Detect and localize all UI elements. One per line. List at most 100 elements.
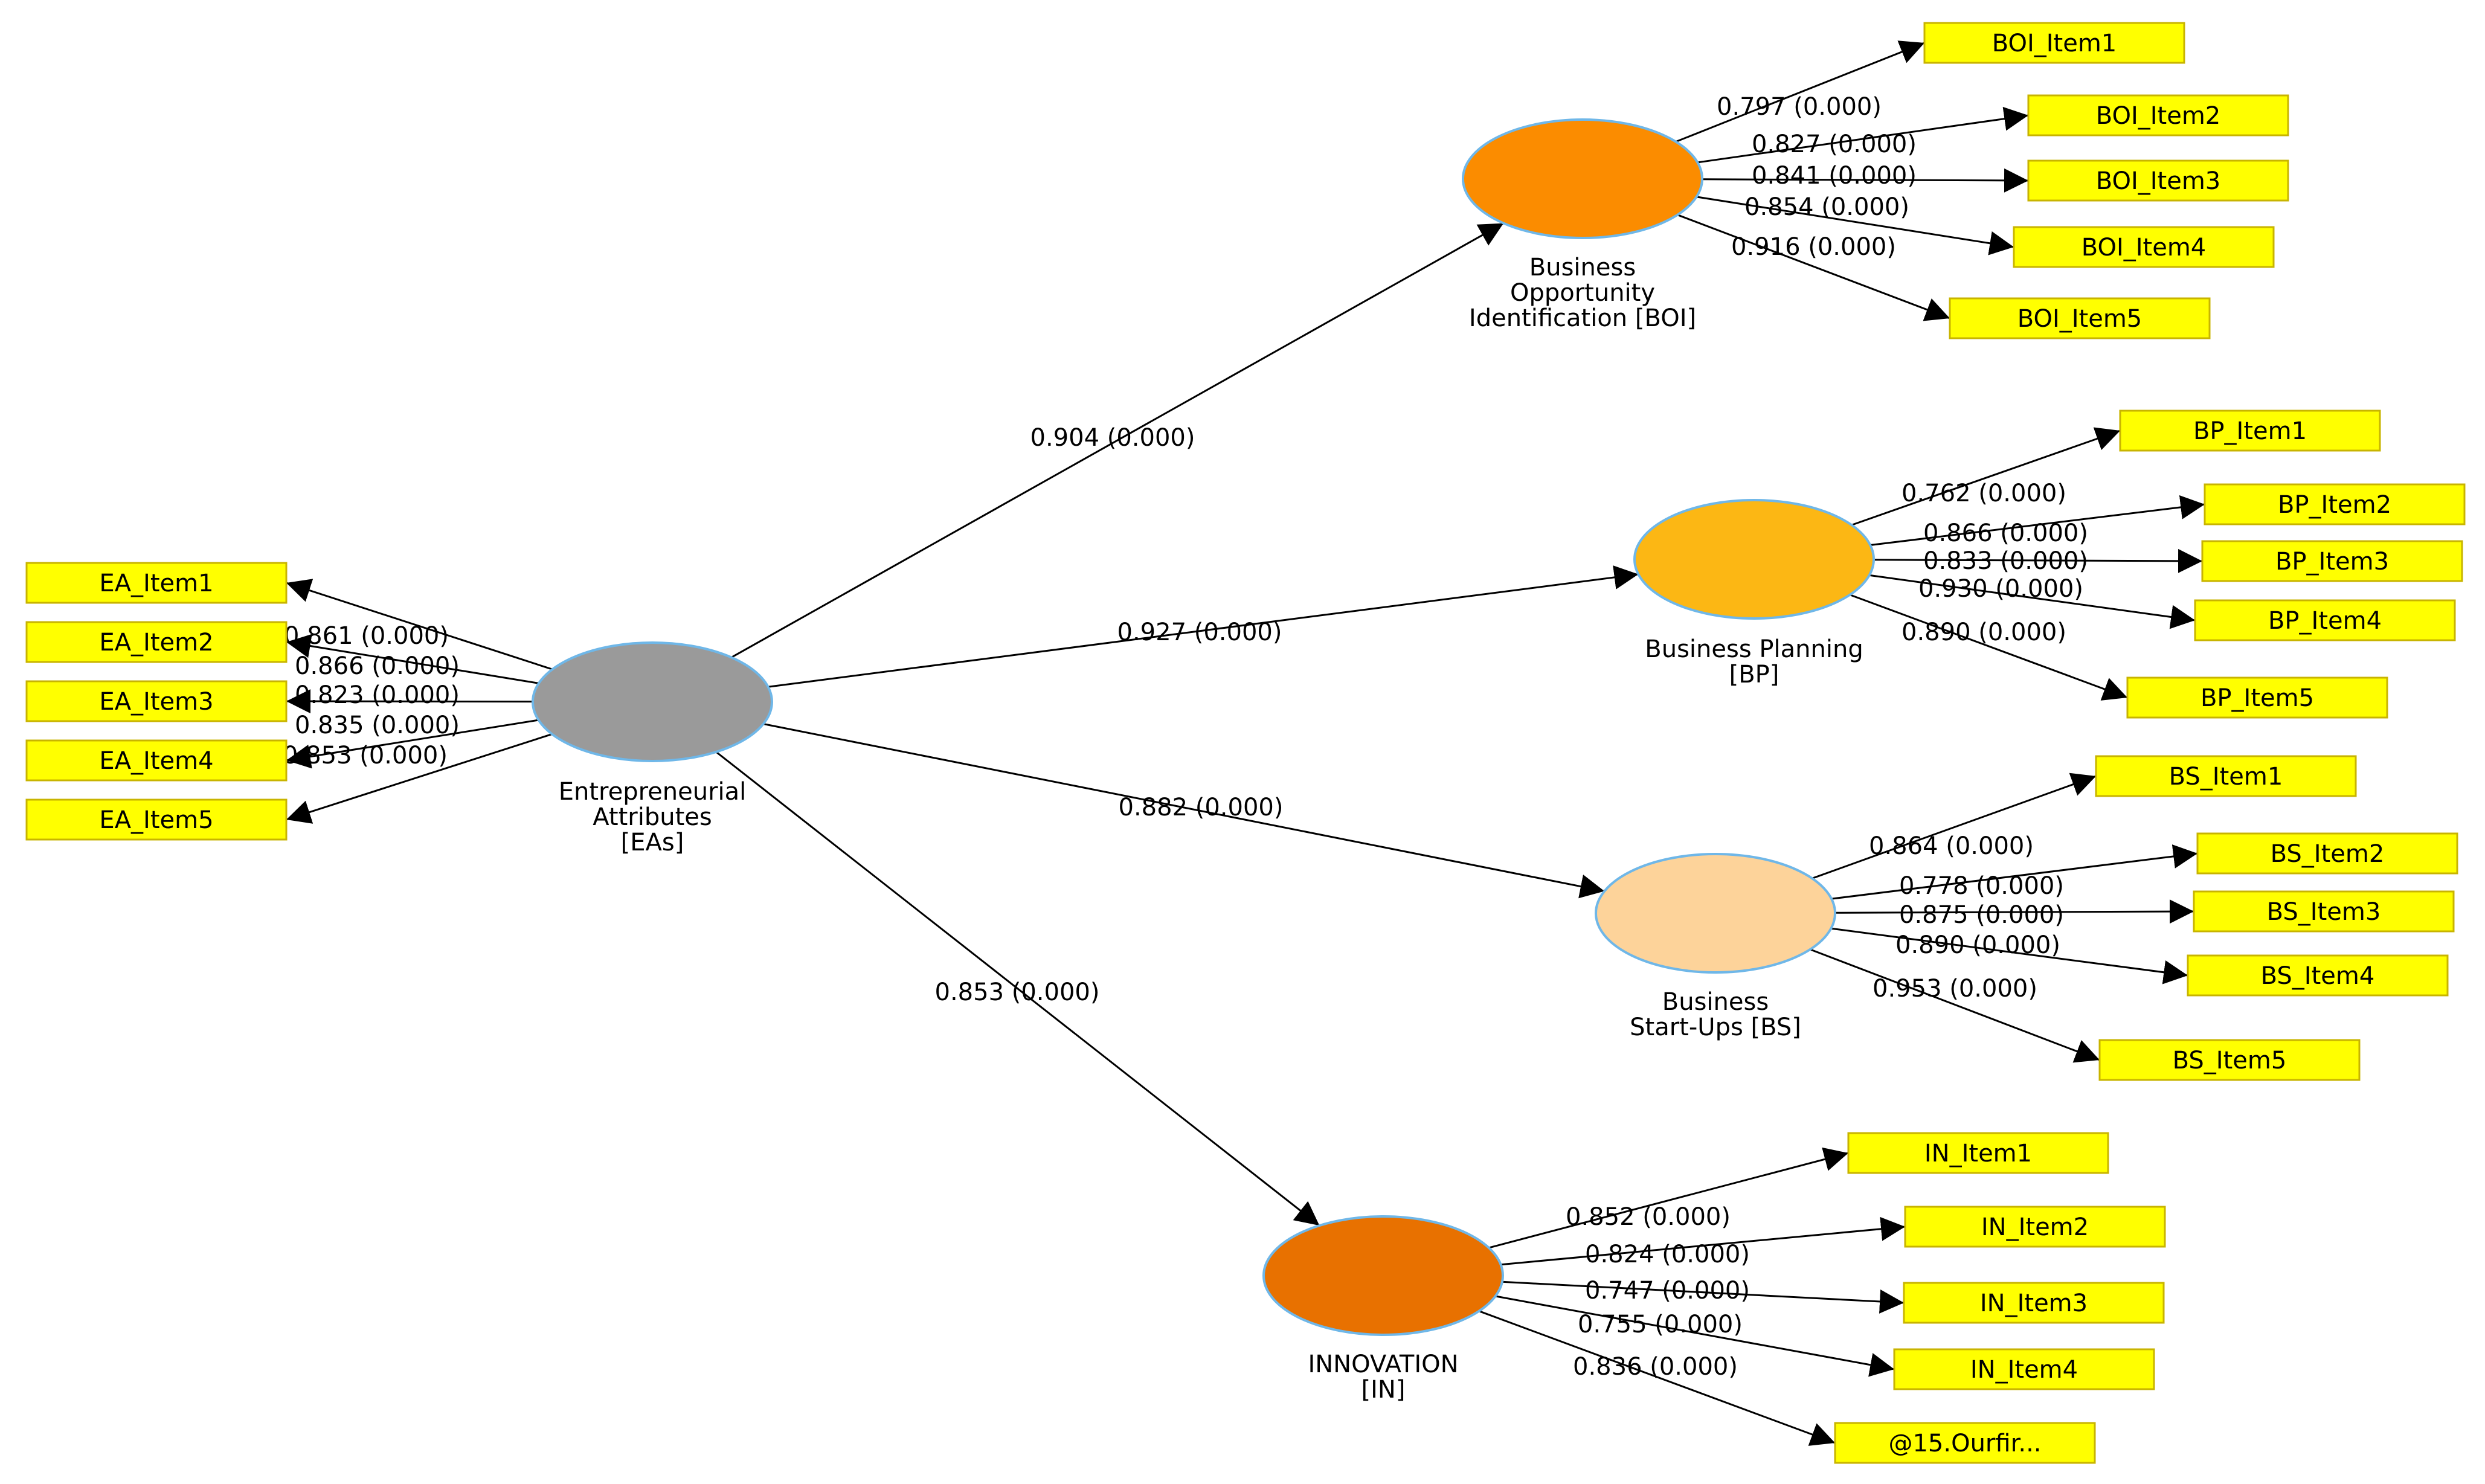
loading-coefficient-bs-3: 0.875 (0.000) [1899, 901, 2064, 929]
construct-label-line: Business Planning [1645, 635, 1863, 663]
indicator-box-boi-5[interactable]: BOI_Item5 [1949, 297, 2211, 339]
indicator-name: EA_Item3 [99, 688, 213, 716]
loading-coefficient-bs-4: 0.890 (0.000) [1895, 931, 2060, 959]
indicator-box-boi-2[interactable]: BOI_Item2 [2027, 94, 2289, 137]
path-coefficient-ea-bs: 0.882 (0.000) [1119, 794, 1284, 821]
loading-arrow-in-1 [1488, 1147, 1849, 1249]
indicator-box-bs-1[interactable]: BS_Item1 [2095, 755, 2357, 797]
path-arrow-ea-in [715, 751, 1320, 1227]
indicator-name: BP_Item3 [2275, 548, 2389, 576]
loading-coefficient-boi-1: 0.797 (0.000) [1717, 93, 1882, 121]
indicator-box-in-3[interactable]: IN_Item3 [1903, 1282, 2165, 1324]
loading-coefficient-bp-1: 0.762 (0.000) [1902, 480, 2066, 507]
loading-arrow-bp-4 [1869, 574, 2196, 629]
indicator-name: EA_Item1 [99, 570, 213, 597]
indicator-name: BOI_Item2 [2096, 102, 2221, 130]
loading-coefficient-in-4: 0.755 (0.000) [1578, 1311, 1743, 1338]
loading-coefficient-in-1: 0.852 (0.000) [1566, 1203, 1731, 1231]
loading-coefficient-ea-1: 0.861 (0.000) [284, 622, 449, 650]
construct-ellipse[interactable] [1262, 1215, 1504, 1336]
indicator-box-in-5[interactable]: @15.Ourfir... [1834, 1422, 2096, 1464]
indicator-box-bp-2[interactable]: BP_Item2 [2204, 483, 2466, 525]
loading-arrow-bs-2 [1831, 844, 2198, 900]
indicator-name: BP_Item1 [2193, 417, 2307, 445]
indicator-box-boi-4[interactable]: BOI_Item4 [2013, 226, 2275, 268]
indicator-box-bp-5[interactable]: BP_Item5 [2126, 676, 2388, 719]
indicator-box-bp-1[interactable]: BP_Item1 [2119, 410, 2381, 452]
indicator-name: IN_Item3 [1980, 1290, 2088, 1317]
indicator-box-bp-4[interactable]: BP_Item4 [2194, 599, 2456, 641]
loading-arrow-ea-5 [286, 733, 553, 824]
loading-coefficient-ea-2: 0.866 (0.000) [295, 652, 460, 680]
indicator-box-ea-5[interactable]: EA_Item5 [25, 798, 288, 841]
construct-label-line: Start-Ups [BS] [1630, 1013, 1801, 1041]
indicator-box-in-4[interactable]: IN_Item4 [1893, 1348, 2155, 1390]
indicator-name: EA_Item4 [99, 747, 213, 775]
construct-label-line: INNOVATION [1308, 1351, 1458, 1378]
indicator-name: IN_Item4 [1970, 1356, 2078, 1384]
loading-coefficient-boi-3: 0.841 (0.000) [1752, 162, 1917, 190]
construct-label-line: Business [1662, 988, 1769, 1016]
indicator-box-bs-4[interactable]: BS_Item4 [2187, 954, 2449, 997]
construct-label-line: Entrepreneurial [559, 778, 747, 806]
loading-arrow-bp-5 [1849, 594, 2128, 701]
loading-coefficient-bs-1: 0.864 (0.000) [1869, 832, 2034, 860]
indicator-box-in-2[interactable]: IN_Item2 [1904, 1206, 2166, 1248]
loading-coefficient-boi-5: 0.916 (0.000) [1731, 233, 1896, 261]
construct-label-line: Opportunity [1510, 279, 1655, 307]
loading-arrow-in-5 [1479, 1310, 1836, 1446]
loading-arrow-bs-5 [1810, 948, 2100, 1063]
path-arrow-ea-bp [768, 565, 1639, 688]
indicator-name: BS_Item1 [2169, 763, 2283, 791]
construct-bp[interactable]: Business Planning[BP] [1633, 499, 1875, 689]
loading-arrow-in-2 [1500, 1216, 1906, 1266]
path-arrow-ea-bs [763, 723, 1605, 899]
loading-coefficient-bs-2: 0.778 (0.000) [1899, 872, 2064, 900]
loading-coefficient-ea-4: 0.835 (0.000) [295, 711, 460, 739]
indicator-box-bs-2[interactable]: BS_Item2 [2196, 832, 2458, 875]
path-arrow-ea-boi [731, 222, 1504, 658]
construct-label-line: Business [1529, 254, 1636, 281]
indicator-name: BP_Item4 [2268, 607, 2382, 635]
construct-ellipse[interactable] [1633, 499, 1875, 620]
construct-label-line: [EAs] [621, 829, 684, 856]
construct-label-line: [IN] [1361, 1376, 1406, 1404]
construct-ellipse[interactable] [1595, 853, 1836, 974]
loading-arrow-ea-4 [286, 719, 539, 769]
loading-arrow-boi-5 [1677, 214, 1950, 321]
indicator-box-bp-3[interactable]: BP_Item3 [2201, 540, 2463, 582]
loading-arrow-bs-1 [1812, 773, 2097, 879]
indicator-name: BOI_Item1 [1992, 30, 2117, 57]
indicator-box-ea-3[interactable]: EA_Item3 [25, 680, 288, 722]
indicator-box-ea-4[interactable]: EA_Item4 [25, 739, 288, 782]
indicator-box-in-1[interactable]: IN_Item1 [1847, 1132, 2109, 1174]
loading-coefficient-in-2: 0.824 (0.000) [1585, 1241, 1750, 1268]
indicator-name: BP_Item2 [2278, 491, 2391, 519]
construct-ellipse[interactable] [532, 641, 773, 762]
construct-in[interactable]: INNOVATION[IN] [1262, 1215, 1504, 1404]
indicator-name: BOI_Item4 [2082, 234, 2207, 262]
indicator-name: BOI_Item5 [2017, 305, 2143, 333]
indicator-name: BS_Item4 [2261, 962, 2375, 990]
loading-coefficient-bp-5: 0.890 (0.000) [1902, 618, 2066, 646]
indicator-box-boi-1[interactable]: BOI_Item1 [1923, 22, 2185, 64]
loading-arrow-boi-4 [1696, 196, 2014, 255]
indicator-box-ea-2[interactable]: EA_Item2 [25, 621, 288, 663]
indicator-box-bs-5[interactable]: BS_Item5 [2098, 1039, 2361, 1081]
indicator-box-boi-3[interactable]: BOI_Item3 [2027, 159, 2289, 202]
loading-arrow-bp-1 [1851, 427, 2121, 526]
loading-arrow-bs-3 [1834, 899, 2194, 924]
construct-ellipse[interactable] [1462, 118, 1703, 239]
indicator-box-ea-1[interactable]: EA_Item1 [25, 562, 288, 604]
indicator-name: BS_Item5 [2173, 1047, 2287, 1074]
indicator-name: BP_Item5 [2200, 684, 2314, 712]
indicator-box-bs-3[interactable]: BS_Item3 [2193, 890, 2455, 933]
path-coefficient-ea-boi: 0.904 (0.000) [1030, 424, 1195, 452]
indicator-name: EA_Item2 [99, 629, 213, 657]
indicator-name: EA_Item5 [99, 806, 213, 834]
loading-arrow-ea-2 [286, 634, 539, 684]
loading-arrow-boi-1 [1675, 40, 1925, 143]
